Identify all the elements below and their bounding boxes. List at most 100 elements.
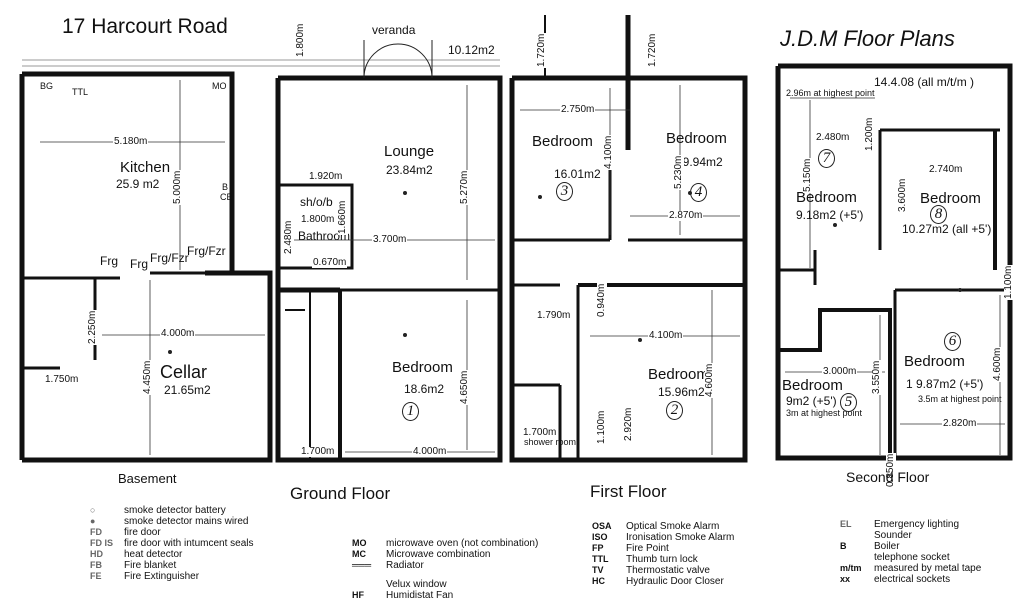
shower-dim-a: 1.700m [522,427,558,438]
bathroom-dim-a: 1.800m [300,214,336,225]
bedroom-6-note: 3.5m at highest point [918,394,1002,404]
bedroom-8-height: 3.600m [897,177,908,213]
second-floor-walls [775,63,1013,461]
kitchen-height: 5.000m [172,169,183,205]
legend-text: Fire Point [626,543,669,554]
bathroom-label: Bathroom [298,229,351,243]
first-landing-dim-a: 1.790m [536,310,572,321]
bedroom-8-number: 8 [930,205,947,224]
legend-text: Boiler [874,541,900,552]
bathroom-dim-c: 2.480m [283,219,294,255]
bedroom-2-area: 15.96m2 [658,385,705,399]
legend-item: telephone socket [840,552,981,563]
ground-bedroom-height: 4.650m [459,369,470,405]
legend-symbol: B [840,541,847,551]
first-floor-label: First Floor [590,482,667,501]
second-top-note: 2.96m at highest point [786,88,875,98]
legend-symbol [352,579,382,590]
legend-text: fire door with intumcent seals [124,538,254,549]
legend-symbol: HC [592,576,605,586]
legend-symbol: EL [840,519,852,529]
legend-symbol [840,530,870,541]
legend-text: smoke detector battery [124,505,226,516]
legend-item: MC Microwave combination [352,549,538,560]
legend-symbol: ● [90,516,96,526]
bedroom-7-height: 5.150m [802,157,813,193]
cellar-height: 4.450m [142,359,153,395]
legend-symbol: OSA [592,521,612,531]
legend-text: Optical Smoke Alarm [626,521,720,532]
legend-item: ○ smoke detector battery [90,505,254,516]
legend-symbol: FB [90,560,102,570]
legend-text: Hydraulic Door Closer [626,576,724,587]
plan-date: 14.4.08 (all m/t/m ) [874,75,975,89]
legend-text: Microwave combination [386,549,491,560]
legend-text: heat detector [124,549,183,560]
legend-item: HC Hydraulic Door Closer [592,576,734,587]
basement-label: Basement [118,471,177,486]
legend-symbol: FD [90,527,102,537]
legend-symbol: TV [592,565,604,575]
bedroom-6-number: 6 [944,332,961,351]
microwave-label: MO [212,81,227,91]
cellar-dim-b: 1.750m [44,374,80,385]
boiler-label: B [222,182,229,192]
legend-text: Humidistat Fan [386,590,454,601]
legend-text: Fire Extinguisher [124,571,200,582]
veranda-label: veranda [372,23,416,37]
legend-text: fire door [124,527,161,538]
cb-label: CB [220,192,233,202]
bedroom-2-label: Bedroom [648,366,709,383]
bedroom-8-width: 2.740m [928,164,964,175]
bedroom-7-number: 7 [818,149,835,168]
legend-symbol: FE [90,571,102,581]
legend-symbol: ○ [90,505,96,515]
legend-symbol: MC [352,549,366,559]
bedroom-5-note: 3m at highest point [786,408,863,418]
bedroom-3-label: Bedroom [532,133,593,150]
bathroom-dim-b: 1.660m [337,199,348,235]
legend-text: Radiator [386,560,424,571]
cellar-dim-a: 2.250m [87,309,98,345]
legend-text: telephone socket [874,552,950,563]
fridge-2: Frg [130,257,148,271]
bathroom-dim-d: 0.670m [312,257,348,268]
legend-item: B Boiler [840,541,981,552]
legend-symbol: ISO [592,532,608,542]
legend-symbol: m/tm [840,563,862,573]
thumb-lock-label: TTL [72,87,89,97]
bathroom-line1: sh/o/b [300,195,333,209]
shower-dim-b: 1.100m [596,409,607,445]
legend-item: m/tm measured by metal tape [840,563,981,574]
legend-item: FB Fire blanket [90,560,254,571]
legend-text: Thumb turn lock [626,554,698,565]
legend-col-1: ○ smoke detector battery ● smoke detector … [90,505,254,582]
bedroom-8-label: Bedroom [920,190,981,207]
fridge-1: Frg [100,254,118,268]
legend-text: Fire blanket [124,560,177,571]
lounge-area: 23.84m2 [386,163,433,177]
bedroom-2-width: 4.100m [648,330,684,341]
legend-text: measured by metal tape [874,563,982,574]
cellar-area: 21.65m2 [164,383,211,397]
ground-bedroom-number: 1 [402,402,419,421]
first-landing-dim-c: 2.920m [623,406,634,442]
legend-text: Ironisation Smoke Alarm [626,532,735,543]
bedroom-7-width: 2.480m [815,132,851,143]
bedroom-6-dim-a: 1.100m [1003,264,1014,300]
bedroom-5-number: 5 [840,393,857,412]
legend-item: ═══Radiator [352,560,538,571]
lounge-height: 5.270m [459,169,470,205]
ground-bedroom-label: Bedroom [392,359,453,376]
bedroom-3-dim-v: 1.720m [536,32,547,68]
first-floor-walls [509,15,748,463]
kitchen-width: 5.180m [113,136,149,147]
